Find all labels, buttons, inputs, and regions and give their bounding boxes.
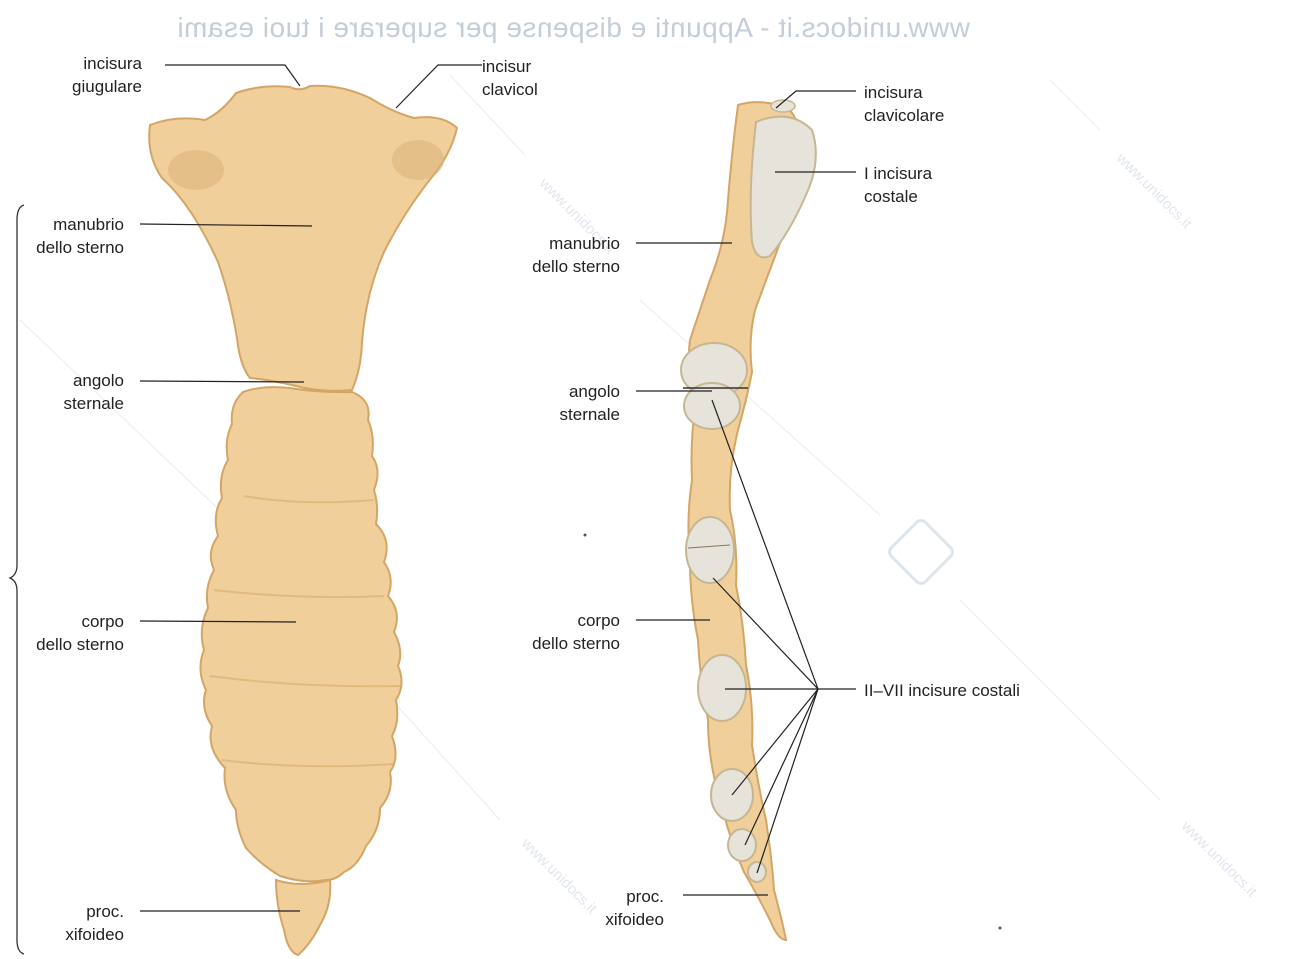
label-xifoideo-front: proc.xifoideo [65,900,124,946]
label-incisure-costali: II–VII incisure costali [864,679,1020,702]
label-xifoideo-side: proc.xifoideo [605,885,664,931]
sternum-bracket [10,205,24,954]
manubrium-front [149,86,457,391]
sternum-body-front [200,387,401,881]
xiphoid-front [276,880,330,955]
sternum-front-view [149,86,457,955]
sternum-side-view [681,100,816,940]
i-costal-facet [751,117,816,258]
